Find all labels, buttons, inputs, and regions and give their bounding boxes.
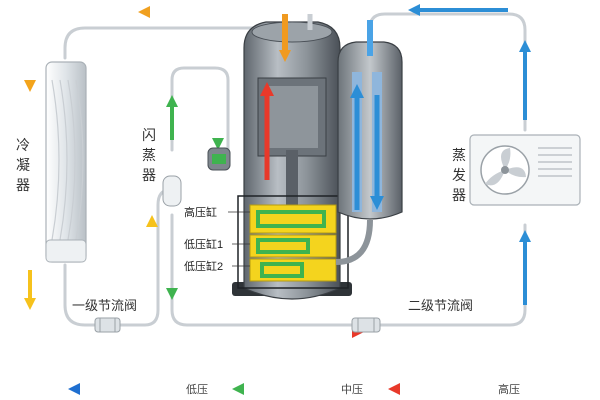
legend-high-label: 高压 xyxy=(498,382,520,396)
arrowhead xyxy=(146,215,158,227)
labels: 冷凝器 闪蒸器 蒸发器 高压缸 低压缸1 低压缸2 一级节流阀 二级节流阀 xyxy=(16,127,473,313)
evaporator-unit xyxy=(469,134,581,206)
pipe-loop xyxy=(63,12,527,327)
flash-evaporator xyxy=(162,147,231,207)
arrowhead xyxy=(519,40,531,52)
arrowhead xyxy=(24,80,36,92)
arrowhead xyxy=(138,6,150,18)
low-pressure-cylinder-1-label: 低压缸1 xyxy=(184,237,223,251)
condenser xyxy=(45,61,87,263)
first-stage-throttle-valve xyxy=(94,317,121,333)
high-pressure-cylinder-label: 高压缸 xyxy=(184,205,217,219)
flow-arrows xyxy=(24,4,531,338)
arrowhead xyxy=(166,95,178,107)
arrowhead xyxy=(519,230,531,242)
legend-mid-label: 中压 xyxy=(341,383,363,396)
flash-evaporator-label: 闪蒸器 xyxy=(142,127,156,183)
accumulator xyxy=(335,20,403,265)
second-stage-throttle-valve xyxy=(351,317,381,333)
legend-low-label: 低压 xyxy=(186,383,208,396)
condenser-label: 冷凝器 xyxy=(16,137,30,193)
evaporator-label: 蒸发器 xyxy=(452,147,466,203)
arrowhead xyxy=(408,4,420,16)
arrowhead xyxy=(212,138,224,150)
compressor xyxy=(232,14,352,300)
legend: 低压 中压 高压 xyxy=(68,382,520,396)
low-pressure-cylinder-2-label: 低压缸2 xyxy=(184,259,223,273)
first-stage-throttle-label: 一级节流阀 xyxy=(72,298,137,313)
arrowhead xyxy=(166,288,178,300)
second-stage-throttle-label: 二级节流阀 xyxy=(408,298,473,313)
arrowhead xyxy=(24,298,36,310)
